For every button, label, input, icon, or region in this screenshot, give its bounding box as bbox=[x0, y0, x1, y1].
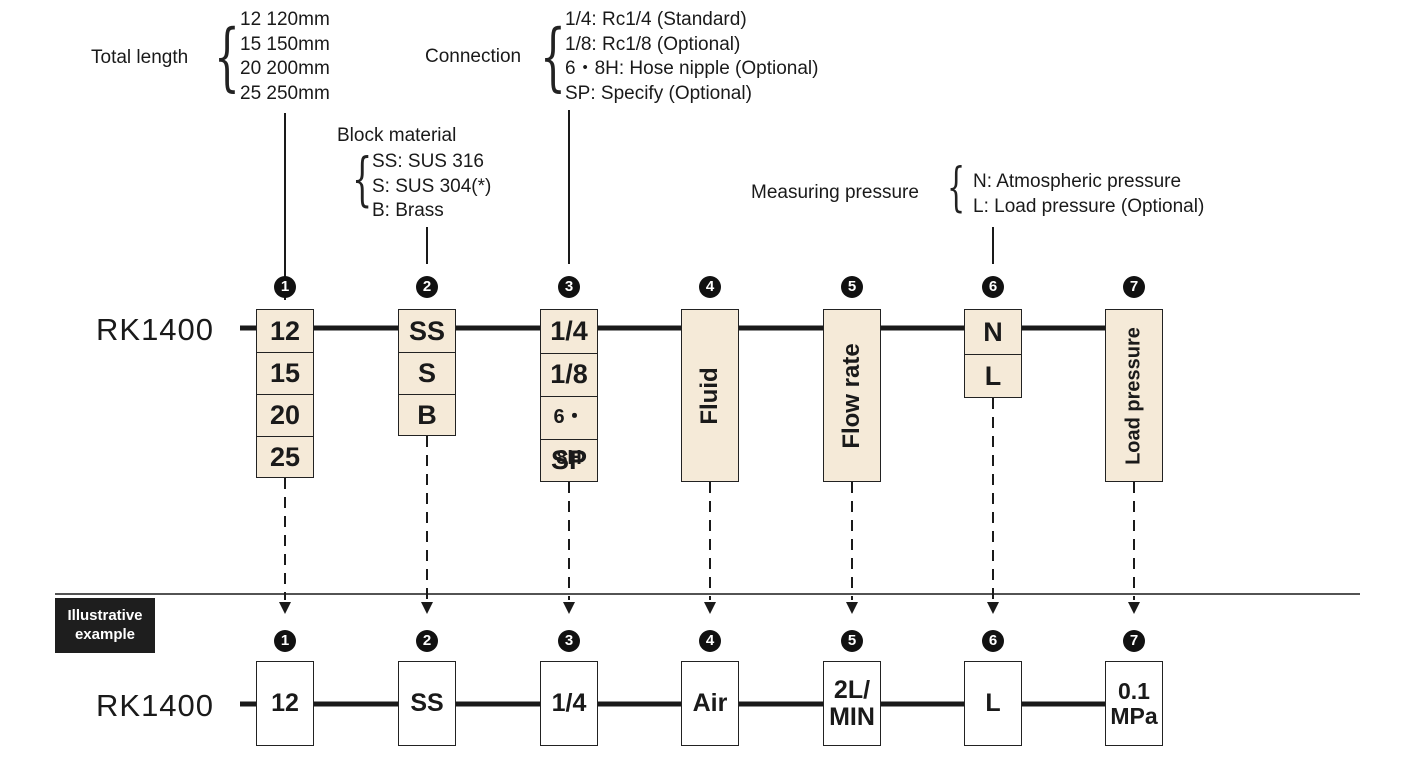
connection-code: SP bbox=[541, 439, 597, 482]
pressure-type-code: L bbox=[965, 354, 1021, 398]
length-code: 15 bbox=[257, 352, 313, 394]
number-badge-6: 6 bbox=[982, 276, 1004, 298]
model-code-label: RK1400 bbox=[96, 312, 215, 347]
tag-line: example bbox=[74, 625, 136, 643]
connection-option: 1/4: Rc1/4 (Standard) bbox=[565, 9, 747, 30]
flow-rate-code-label: Flow rate bbox=[838, 342, 865, 449]
example-number-badge-4: 4 bbox=[699, 630, 721, 652]
total-length-option: 20 200mm bbox=[240, 58, 330, 79]
block-material-option: S: SUS 304(*) bbox=[372, 175, 492, 197]
example-length-box: 12 bbox=[256, 661, 314, 746]
length-code: 25 bbox=[257, 436, 313, 478]
example-model-code-label: RK1400 bbox=[96, 688, 215, 723]
block-material-option: B: Brass bbox=[372, 200, 444, 221]
material-code-box: SS S B bbox=[398, 309, 456, 436]
arrow-heads bbox=[279, 602, 1140, 614]
connection-code-box: 1/4 1/8 6・8H SP bbox=[540, 309, 598, 482]
example-fluid-box: Air bbox=[681, 661, 739, 746]
load-pressure-code-label: Load pressure bbox=[1122, 326, 1145, 465]
measuring-pressure-brace: { bbox=[947, 158, 966, 218]
number-badge-1: 1 bbox=[274, 276, 296, 298]
connection-option: 6・8H: Hose nipple (Optional) bbox=[565, 58, 819, 79]
example-number-badge-5: 5 bbox=[841, 630, 863, 652]
total-length-label: Total length bbox=[91, 47, 189, 68]
connection-options: 1/4: Rc1/4 (Standard) 1/8: Rc1/8 (Option… bbox=[565, 8, 818, 106]
total-length-option: 15 150mm bbox=[240, 33, 330, 55]
pressure-type-code: N bbox=[983, 317, 1003, 347]
length-code: 20 bbox=[257, 394, 313, 436]
total-length-options: 12 120mm 15 150mm 20 200mm 25 250mm bbox=[240, 8, 330, 106]
illustrative-example-tag: Illustrative example bbox=[55, 598, 155, 653]
measuring-pressure-option: N: Atmospheric pressure bbox=[973, 171, 1182, 192]
measuring-pressure-options: N: Atmospheric pressure L: Load pressure… bbox=[973, 170, 1204, 219]
example-pressure-type-box: L bbox=[964, 661, 1022, 746]
example-connection-box: 1/4 bbox=[540, 661, 598, 746]
material-code: S bbox=[399, 352, 455, 394]
dashed-lines bbox=[284, 398, 1135, 600]
example-flow-rate-box: 2L/ MIN bbox=[823, 661, 881, 746]
example-material-box: SS bbox=[398, 661, 456, 746]
example-load-pressure-box: 0.1 MPa bbox=[1105, 661, 1163, 746]
tag-line: Illustrative bbox=[67, 606, 143, 624]
number-badge-5: 5 bbox=[841, 276, 863, 298]
number-badge-3: 3 bbox=[558, 276, 580, 298]
material-code: SS bbox=[408, 316, 446, 346]
connection-option: 1/8: Rc1/8 (Optional) bbox=[565, 33, 741, 55]
measuring-pressure-label: Measuring pressure bbox=[751, 182, 919, 203]
flow-rate-code-box: Flow rate bbox=[823, 309, 881, 482]
connection-code: 1/8 bbox=[541, 353, 597, 396]
block-material-label: Block material bbox=[337, 125, 457, 146]
block-material-option: SS: SUS 316 bbox=[372, 151, 484, 172]
total-length-brace: { bbox=[214, 14, 240, 100]
material-code: B bbox=[399, 394, 455, 436]
load-pressure-code-box: Load pressure bbox=[1105, 309, 1163, 482]
number-badge-7: 7 bbox=[1123, 276, 1145, 298]
connection-code: 1/4 bbox=[550, 316, 588, 346]
block-material-options: SS: SUS 316 S: SUS 304(*) B: Brass bbox=[372, 150, 491, 224]
connection-option: SP: Specify (Optional) bbox=[565, 82, 752, 104]
example-number-badge-1: 1 bbox=[274, 630, 296, 652]
pressure-type-code-box: N L bbox=[964, 309, 1022, 398]
example-number-badge-6: 6 bbox=[982, 630, 1004, 652]
total-length-option: 25 250mm bbox=[240, 82, 330, 104]
example-number-badge-2: 2 bbox=[416, 630, 438, 652]
fluid-code-label: Fluid bbox=[696, 366, 723, 425]
number-badge-2: 2 bbox=[416, 276, 438, 298]
measuring-pressure-option: L: Load pressure (Optional) bbox=[973, 195, 1205, 217]
total-length-option: 12 120mm bbox=[240, 9, 330, 30]
fluid-code-box: Fluid bbox=[681, 309, 739, 482]
number-badge-4: 4 bbox=[699, 276, 721, 298]
length-code: 12 bbox=[269, 316, 301, 346]
example-number-badge-7: 7 bbox=[1123, 630, 1145, 652]
length-code-box: 12 15 20 25 bbox=[256, 309, 314, 478]
example-number-badge-3: 3 bbox=[558, 630, 580, 652]
connection-label: Connection bbox=[425, 46, 522, 67]
block-material-brace: { bbox=[352, 145, 373, 213]
connection-brace: { bbox=[540, 14, 566, 100]
connection-code: 6・8H bbox=[541, 396, 597, 469]
